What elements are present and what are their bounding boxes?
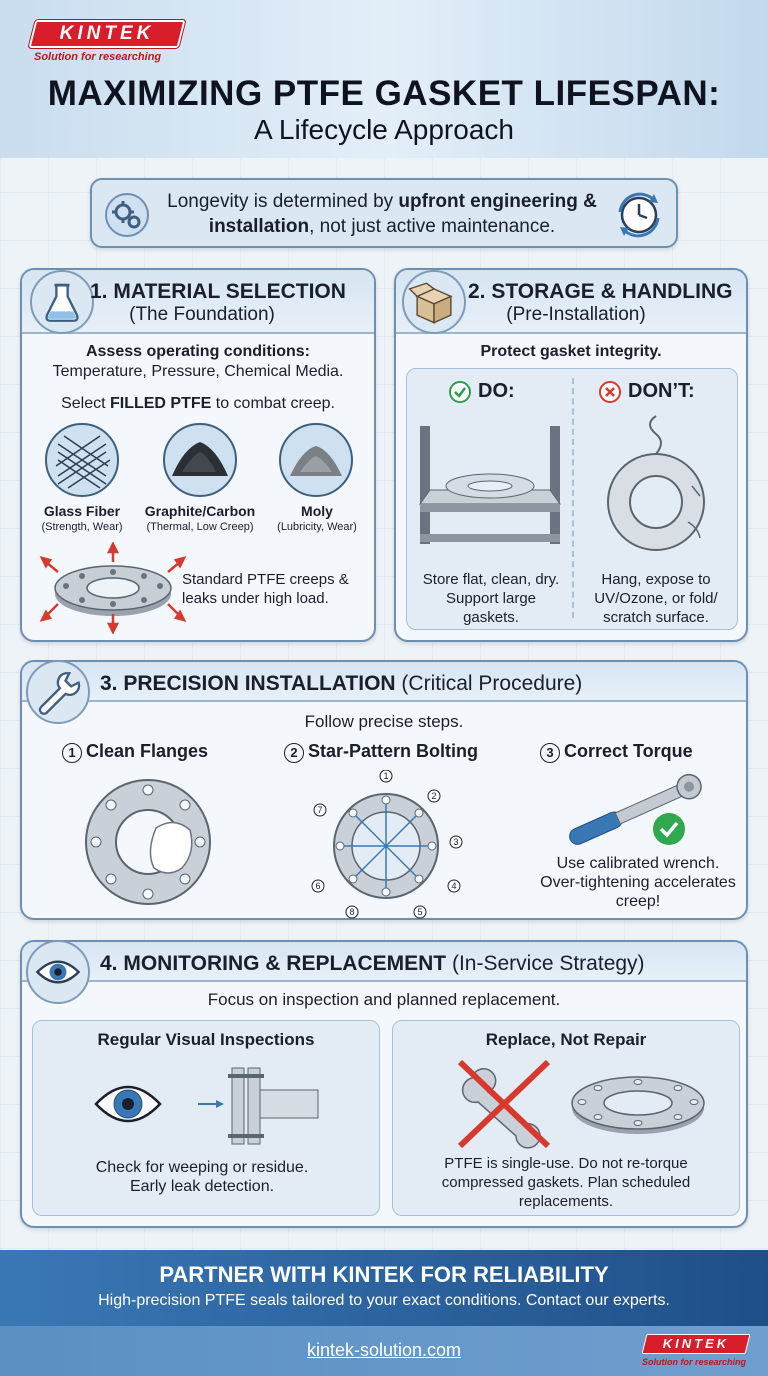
filler-name-moly: Moly	[301, 503, 333, 519]
kintek-logo-small[interactable]: KINTEK	[641, 1334, 751, 1354]
page-title: MAXIMIZING PTFE GASKET LIFESPAN:	[47, 74, 721, 113]
replace-text: PTFE is single-use. Do not re-torque com…	[441, 1155, 691, 1210]
select-text: Select FILLED PTFE to combat creep.	[61, 395, 335, 412]
logo-tagline: Solution for researching	[34, 51, 162, 63]
star-bolting-icon: 1 2 3 4 5 6 7 8	[311, 770, 463, 919]
dont-text: Hang, expose to UV/Ozone, or fold/ scrat…	[594, 571, 718, 626]
monitor-intro: Focus on inspection and planned replacem…	[207, 990, 561, 1009]
do-label: DO:	[478, 380, 515, 402]
flask-icon	[30, 270, 94, 334]
wrench-icon	[26, 660, 90, 724]
bolt-number: 3	[453, 837, 458, 847]
no-repair-icon	[457, 1059, 551, 1149]
eye-icon	[26, 940, 90, 1004]
filler-desc-glass-fiber: (Strength, Wear)	[41, 521, 123, 533]
section-1-subtitle: (The Foundation)	[129, 304, 275, 325]
bolt-number: 5	[417, 907, 422, 917]
logo-tagline-small: Solution for researching	[641, 1357, 746, 1367]
footer-subtitle: High-precision PTFE seals tailored to yo…	[98, 1292, 670, 1309]
storage-intro: Protect gasket integrity.	[480, 343, 662, 360]
section-2-title: 2. STORAGE & HANDLING	[468, 280, 733, 303]
clock-refresh-icon	[618, 192, 660, 238]
website-link[interactable]: kintek-solution.com	[306, 1340, 462, 1360]
section-monitoring-replacement: 4. MONITORING & REPLACEMENT (In-Service …	[20, 940, 748, 1228]
footer-cta: PARTNER WITH KINTEK FOR RELIABILITY High…	[0, 1250, 768, 1326]
filler-desc-moly: (Lubricity, Wear)	[277, 521, 357, 533]
box-icon	[402, 270, 466, 334]
section-4-title: 4. MONITORING & REPLACEMENT (In-Service …	[100, 952, 645, 975]
inspection-eye-pipe-icon	[94, 1067, 319, 1145]
section-material-selection: 1. MATERIAL SELECTION (The Foundation) A…	[20, 268, 376, 642]
creep-warning-text: Standard PTFE creeps & leaks under high …	[182, 571, 349, 607]
bolt-number: 8	[349, 907, 354, 917]
inspection-text: Check for weeping or residue. Early leak…	[95, 1159, 309, 1195]
intro-text: Longevity is determined by upfront engin…	[167, 191, 597, 237]
section-precision-installation: 3. PRECISION INSTALLATION (Critical Proc…	[20, 660, 748, 920]
section-4-header	[22, 942, 746, 982]
install-intro: Follow precise steps.	[304, 712, 464, 731]
assess-heading: Assess operating conditions:	[85, 343, 311, 360]
intro-banner: Longevity is determined by upfront engin…	[90, 178, 678, 248]
header: KINTEK Solution for researching MAXIMIZI…	[0, 0, 768, 158]
gear-icon	[105, 193, 149, 237]
gasket-ring-icon	[571, 1076, 705, 1134]
graphite-carbon-icon	[163, 423, 237, 497]
shelf-storage-icon	[419, 426, 561, 544]
inspection-box	[32, 1020, 380, 1216]
filler-name-glass-fiber: Glass Fiber	[43, 503, 121, 519]
section-3-header	[22, 662, 746, 702]
creeping-gasket-icon	[39, 542, 187, 634]
flange-cloth-icon	[85, 779, 211, 905]
moly-icon	[279, 423, 353, 497]
bolt-number: 4	[451, 881, 456, 891]
replace-title: Replace, Not Repair	[485, 1030, 647, 1049]
section-storage-handling: 2. STORAGE & HANDLING (Pre-Installation)…	[394, 268, 748, 642]
bolt-number: 1	[383, 771, 388, 781]
filler-desc-graphite: (Thermal, Low Creep)	[146, 521, 254, 533]
assess-text: Temperature, Pressure, Chemical Media.	[52, 363, 344, 380]
torque-text: Use calibrated wrench. Over-tightening a…	[540, 855, 736, 910]
section-1-title: 1. MATERIAL SELECTION	[90, 280, 346, 303]
do-text: Store flat, clean, dry. Support large ga…	[422, 571, 560, 626]
divider	[572, 378, 574, 618]
page-subtitle: A Lifecycle Approach	[254, 114, 514, 145]
dont-label: DON’T:	[628, 380, 695, 402]
bolt-number: 6	[315, 881, 320, 891]
section-2-subtitle: (Pre-Installation)	[506, 304, 646, 325]
kintek-logo[interactable]: KINTEK	[28, 20, 186, 48]
bottom-bar: kintek-solution.com KINTEK Solution for …	[0, 1326, 768, 1376]
checkmark-icon	[653, 813, 685, 845]
inspection-title: Regular Visual Inspections	[97, 1030, 315, 1049]
hanging-gasket-icon	[607, 415, 705, 551]
bolt-number: 2	[431, 791, 436, 801]
bolt-number: 7	[317, 805, 322, 815]
filler-name-graphite: Graphite/Carbon	[144, 503, 256, 519]
x-icon	[599, 381, 621, 403]
footer-title: PARTNER WITH KINTEK FOR RELIABILITY	[159, 1262, 609, 1287]
check-icon	[449, 381, 471, 403]
section-3-title: 3. PRECISION INSTALLATION (Critical Proc…	[100, 672, 583, 695]
glass-fiber-icon	[45, 423, 119, 497]
torque-wrench-icon	[569, 773, 702, 845]
